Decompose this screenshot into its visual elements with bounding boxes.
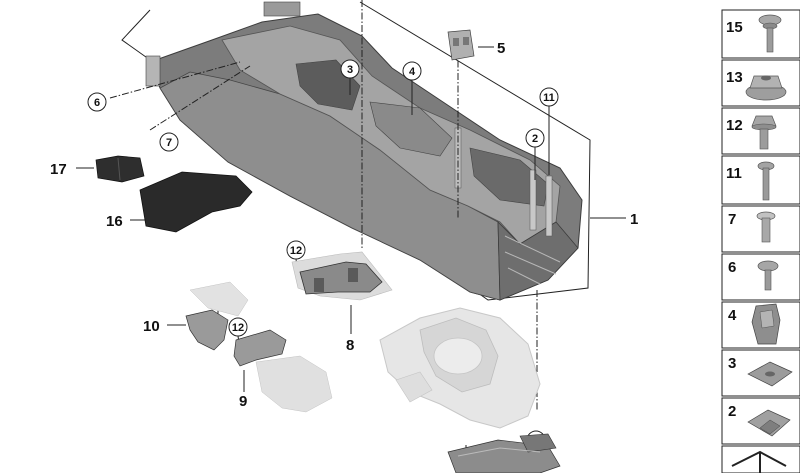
svg-text:12: 12: [290, 245, 302, 257]
label-1: 1: [590, 211, 638, 228]
kit-item-2: 2: [721, 397, 800, 445]
torx-screw-collar-icon: [758, 14, 782, 53]
svg-text:7: 7: [728, 211, 736, 228]
bottom-tray-part: [447, 433, 561, 473]
part-8-bracket: [291, 251, 393, 301]
part-9-bracket: [233, 329, 333, 413]
speed-nut-icon: [747, 361, 793, 387]
spring-nut-icon: [751, 303, 781, 345]
svg-text:4: 4: [409, 66, 416, 78]
hex-bolt-icon: [751, 115, 777, 150]
callout-2: 2: [525, 128, 545, 180]
svg-text:15: 15: [726, 19, 743, 36]
callout-4: 4: [402, 61, 422, 115]
fastener-kit-column: 15 13 12: [721, 9, 800, 473]
svg-text:9: 9: [239, 393, 247, 410]
label-8: 8: [346, 305, 354, 354]
svg-text:12: 12: [726, 117, 743, 134]
callout-6: 6: [87, 92, 107, 112]
ghost-air-duct-assembly: [379, 307, 541, 429]
callout-3: 3: [340, 59, 360, 95]
flange-nut-icon: [745, 75, 787, 101]
svg-text:4: 4: [728, 307, 737, 324]
callout-12-lower: 12: [228, 317, 248, 351]
label-9: 9: [239, 370, 247, 410]
callout-7: 7: [159, 132, 179, 152]
expanding-rivet-icon: [756, 211, 776, 243]
callout-11: 11: [539, 87, 559, 175]
svg-text:11: 11: [726, 165, 742, 182]
svg-text:13: 13: [726, 69, 743, 86]
kit-item-11: 11: [721, 155, 800, 205]
svg-text:6: 6: [728, 259, 736, 276]
kit-item-12: 12: [721, 107, 800, 155]
kit-nav-arrow: [721, 445, 800, 473]
svg-text:1: 1: [630, 211, 638, 228]
self-tapping-screw-icon: [757, 260, 779, 291]
label-10: 10: [143, 318, 186, 335]
arrow-icon: [731, 450, 787, 473]
part-10-bracket: [185, 281, 249, 351]
svg-text:17: 17: [50, 161, 67, 178]
svg-text:8: 8: [346, 337, 354, 354]
svg-text:2: 2: [532, 133, 538, 145]
svg-text:11: 11: [543, 92, 555, 104]
svg-text:16: 16: [106, 213, 123, 230]
svg-text:7: 7: [166, 137, 172, 149]
svg-text:12: 12: [232, 322, 244, 334]
svg-text:6: 6: [94, 97, 100, 109]
svg-text:3: 3: [347, 64, 353, 76]
part-16-mat: [139, 171, 253, 233]
kit-item-13: 13: [721, 59, 800, 107]
label-17: 17: [50, 161, 94, 178]
screw-icon: [757, 161, 775, 201]
kit-item-15: 15: [721, 9, 800, 59]
assembly-frame: [121, 1, 591, 301]
svg-text:3: 3: [728, 355, 736, 372]
center-console-body: [145, 1, 583, 301]
label-5: 5: [478, 40, 505, 57]
part-5-bracket: [447, 29, 475, 61]
clip-nut-icon: [747, 409, 791, 437]
label-16: 16: [106, 213, 150, 230]
svg-text:5: 5: [497, 40, 505, 57]
kit-item-3: 3: [721, 349, 800, 397]
kit-item-6: 6: [721, 253, 800, 301]
callout-12-upper: 12: [286, 240, 306, 276]
kit-item-4: 4: [721, 301, 800, 349]
part-17-cover: [95, 155, 145, 183]
svg-text:10: 10: [143, 318, 160, 335]
kit-item-7: 7: [721, 205, 800, 253]
svg-text:2: 2: [728, 403, 736, 420]
